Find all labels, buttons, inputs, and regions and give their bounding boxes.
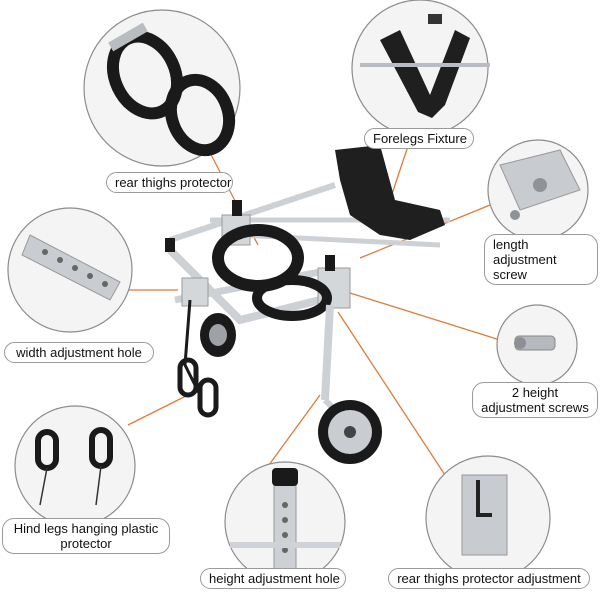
label-width-adjustment-hole: width adjustment hole xyxy=(4,342,154,363)
callout-forelegs-circle xyxy=(351,0,489,137)
label-rear-thighs-protector-adjustment: rear thighs protector adjustment xyxy=(388,568,590,589)
detail-foam-rings xyxy=(106,22,236,157)
detail-length-screw xyxy=(499,149,581,220)
label-height-adjustment-screws: 2 height adjustment screws xyxy=(472,382,598,418)
wheelchair-main xyxy=(165,145,450,464)
detail-height-screws xyxy=(514,335,556,351)
detail-protector-adjustment xyxy=(461,474,508,556)
detail-hind-protectors xyxy=(35,427,113,506)
detail-height-tube xyxy=(230,468,340,579)
detail-harness xyxy=(360,14,490,118)
label-hind-legs-protector: Hind legs hanging plastic protector xyxy=(2,518,170,554)
leader-protector-adjustment xyxy=(337,311,446,476)
label-length-adjustment-screw: length adjustment screw xyxy=(484,234,598,285)
label-height-adjustment-hole: height adjustment hole xyxy=(200,568,346,589)
leader-hind-legs xyxy=(127,394,189,426)
label-rear-thighs-protector: rear thighs protector xyxy=(106,172,233,193)
detail-width-bar xyxy=(21,234,121,301)
label-forelegs-fixture: Forelegs Fixture xyxy=(364,128,474,149)
callout-hind-legs-circle xyxy=(14,405,136,527)
leader-height-screws xyxy=(349,292,501,341)
